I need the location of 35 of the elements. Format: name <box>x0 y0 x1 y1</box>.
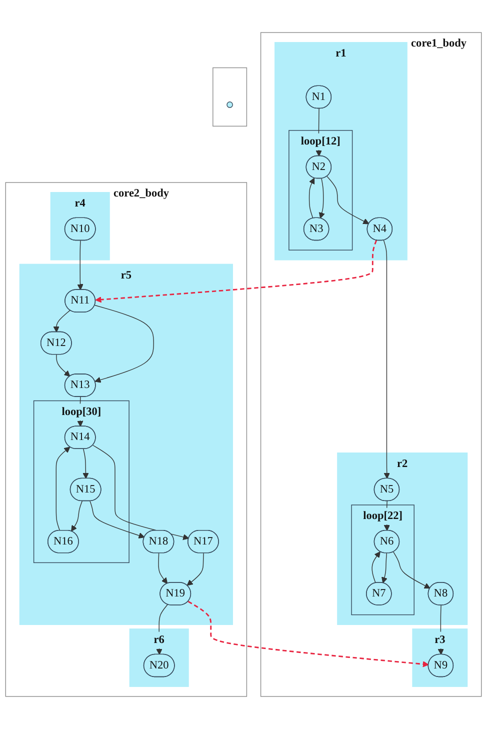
arrow <box>56 446 70 531</box>
cluster <box>288 130 353 250</box>
cluster <box>129 628 189 687</box>
cluster <box>212 67 248 127</box>
cluster <box>33 400 130 564</box>
arrow <box>186 552 204 586</box>
cluster <box>19 264 233 625</box>
cluster <box>5 182 248 697</box>
cluster <box>50 192 110 260</box>
arrow <box>56 354 70 377</box>
arrow <box>158 552 168 584</box>
arrow <box>53 310 70 332</box>
arrow <box>94 304 154 383</box>
cluster <box>351 504 414 616</box>
cluster <box>260 32 482 697</box>
arrow <box>92 444 190 540</box>
cluster <box>337 452 468 625</box>
cluster <box>274 42 408 260</box>
arrow <box>318 178 325 219</box>
arrow <box>95 240 378 303</box>
cluster <box>412 628 468 687</box>
arrow <box>383 240 390 479</box>
arrow <box>156 604 168 655</box>
arrow <box>90 500 145 538</box>
arrow <box>77 240 84 290</box>
node-circle <box>226 102 233 108</box>
arrow <box>71 500 83 532</box>
arrow <box>382 552 388 584</box>
arrow <box>188 600 429 668</box>
arrow <box>308 178 315 219</box>
arrow <box>82 448 89 479</box>
arrow <box>326 176 370 224</box>
arrow <box>393 552 430 589</box>
arrow <box>372 551 380 584</box>
arrow <box>438 604 444 655</box>
